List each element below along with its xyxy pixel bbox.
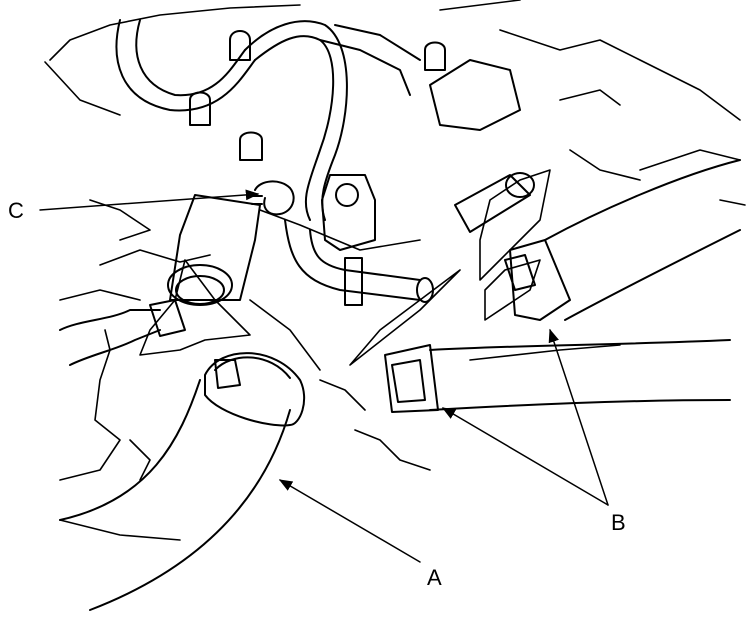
bypass-pipe: [284, 219, 434, 306]
hose-b-lower: [384, 339, 731, 413]
callout-label-c: C: [8, 198, 24, 223]
upper-hoses: [115, 19, 521, 221]
leader-c: [39, 189, 260, 211]
leader-b-upper: [548, 328, 609, 506]
small-left-hose: [59, 299, 186, 366]
callout-leaders: [39, 189, 609, 563]
thermostat-housing: [167, 91, 376, 306]
leader-b-lower: [441, 407, 609, 506]
leader-a: [278, 479, 421, 563]
callout-label-b: B: [611, 510, 626, 535]
bracket-plates: [139, 169, 551, 366]
hose-a: [59, 352, 306, 611]
callout-label-a: A: [427, 565, 442, 590]
hose-b-upper: [504, 159, 741, 321]
pipe-stub: [454, 172, 535, 233]
